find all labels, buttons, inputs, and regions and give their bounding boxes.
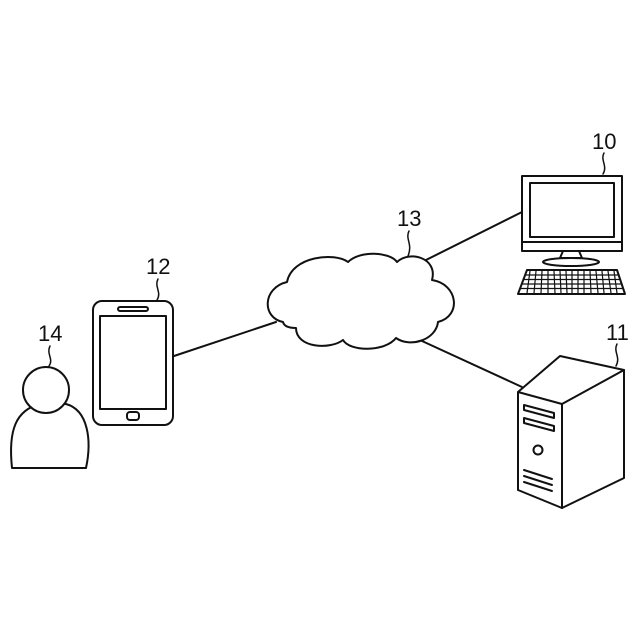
user-icon [11, 367, 88, 468]
leader-14 [49, 346, 51, 366]
link-phone-cloud [174, 322, 276, 356]
link-cloud-computer [422, 212, 522, 262]
reference-numeral-network: 13 [397, 208, 421, 230]
leader-10 [603, 153, 605, 174]
reference-numeral-user: 14 [38, 323, 62, 345]
reference-numeral-smartphone: 12 [146, 256, 170, 278]
cloud-icon [268, 254, 454, 349]
link-cloud-server [422, 341, 522, 387]
monitor-icon [522, 176, 622, 266]
leader-13 [408, 231, 410, 256]
server-tower-icon [518, 356, 624, 508]
leader-12 [157, 279, 159, 300]
smartphone-icon [93, 301, 173, 425]
reference-numeral-computer: 10 [592, 131, 616, 153]
leader-11 [616, 344, 618, 366]
reference-numeral-server: 11 [606, 322, 629, 344]
keyboard-icon [518, 270, 625, 294]
